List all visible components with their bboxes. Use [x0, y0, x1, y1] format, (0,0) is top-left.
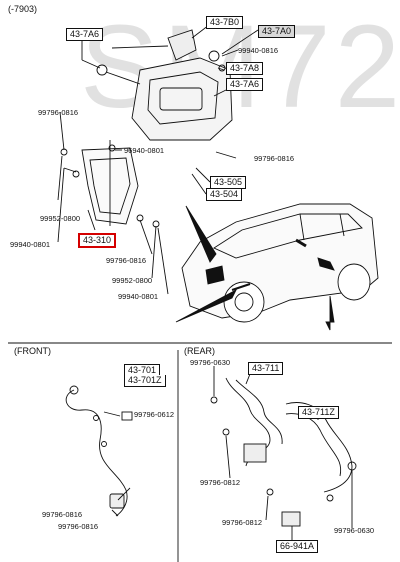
bolt-label: 99796-0630: [334, 526, 375, 535]
bolt-label: 96940-0801: [124, 146, 165, 155]
bolt-label: 99940-0816: [238, 46, 279, 55]
bolt-label: 99940-0801: [10, 240, 51, 249]
bolt-label: 99952-0800: [112, 276, 153, 285]
bolt-label: 99796-0812: [222, 518, 263, 527]
rear-sensor-drawing: [210, 366, 357, 540]
bolt-label: 99796-0630: [190, 358, 231, 367]
bolt-label: 99796-0816: [38, 108, 79, 117]
abs-unit-drawing: [96, 29, 233, 141]
section-rear-title: (REAR): [184, 346, 215, 356]
bolt-label: 99796-0816: [254, 154, 295, 163]
bolt-label: 99796-0816: [58, 522, 99, 531]
part-43-310[interactable]: 43-310: [78, 233, 117, 248]
part-43-711Z[interactable]: 43-711Z: [298, 406, 339, 419]
part-43-7A6-right[interactable]: 43-7A6: [226, 78, 264, 91]
pointer-arrows: [175, 205, 335, 331]
bolt-label: 99796-0812: [200, 478, 241, 487]
diagram-code: (-7903): [8, 4, 38, 14]
leader-lines-main: [57, 21, 259, 295]
bolt-label: 99952-0800: [40, 214, 81, 223]
vehicle-drawing: [181, 203, 379, 323]
section-front-title: (FRONT): [14, 346, 51, 356]
bolt-label: 99796-0612: [134, 410, 175, 419]
part-43-701Z[interactable]: 43-701Z: [124, 375, 166, 387]
bolt-label: 99796-0816: [106, 256, 147, 265]
part-43-7A8[interactable]: 43-7A8: [226, 62, 264, 75]
part-66-941A[interactable]: 66-941A: [276, 540, 319, 553]
bolt-label: 99940-0801: [118, 292, 159, 301]
part-43-7A0[interactable]: 43-7A0: [258, 25, 296, 38]
front-sensor-drawing: [65, 385, 133, 517]
bracket-drawing: [60, 140, 160, 228]
part-43-7B0[interactable]: 43-7B0: [206, 16, 244, 29]
part-43-711[interactable]: 43-711: [248, 362, 284, 375]
part-43-7A6-left[interactable]: 43-7A6: [66, 28, 104, 41]
bolt-label: 99796-0816: [42, 510, 83, 519]
part-43-504[interactable]: 43-504: [206, 188, 243, 201]
